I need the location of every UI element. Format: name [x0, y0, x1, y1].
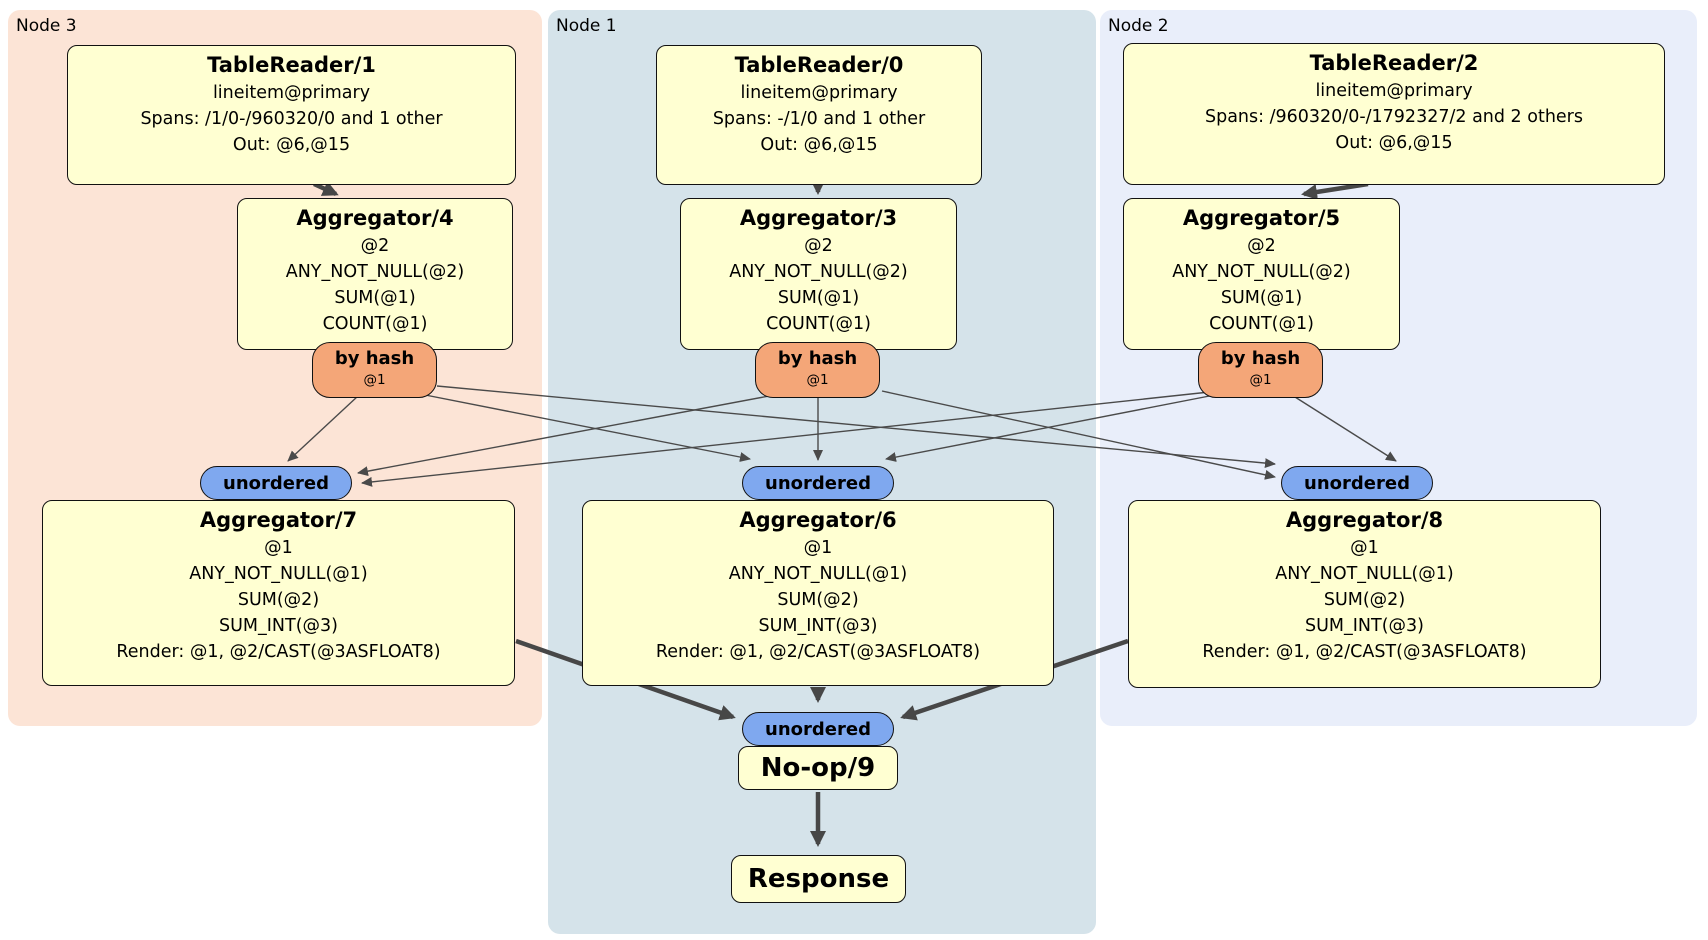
router-detail: @1	[806, 372, 829, 388]
processor-out: Out: @6,@15	[1335, 133, 1453, 153]
processor-title: Response	[747, 863, 890, 894]
response-node: Response	[731, 855, 906, 903]
processor-group-cols: @2	[804, 236, 833, 256]
processor-group-cols: @1	[1350, 538, 1379, 558]
processor-agg-fn: ANY_NOT_NULL(@2)	[1172, 262, 1351, 282]
router-label: by hash	[334, 348, 415, 369]
region-node-2-label: Node 2	[1108, 16, 1169, 36]
processor-index: lineitem@primary	[740, 83, 898, 103]
processor-agg-fn: ANY_NOT_NULL(@1)	[728, 564, 908, 584]
processor-title: Aggregator/6	[739, 508, 897, 532]
router-by-hash-right: by hash @1	[1198, 342, 1323, 398]
processor-spans: Spans: /960320/0-/1792327/2 and 2 others	[1204, 107, 1583, 127]
processor-aggregator-7: Aggregator/7 @1 ANY_NOT_NULL(@1) SUM(@2)…	[42, 500, 515, 686]
router-detail: @1	[363, 372, 386, 388]
processor-agg-fn: SUM(@2)	[777, 590, 859, 610]
processor-out: Out: @6,@15	[232, 135, 351, 155]
router-label: by hash	[1220, 348, 1301, 369]
processor-title: TableReader/2	[1309, 51, 1479, 75]
processor-index: lineitem@primary	[212, 83, 371, 103]
processor-aggregator-4: Aggregator/4 @2 ANY_NOT_NULL(@2) SUM(@1)…	[237, 198, 513, 350]
processor-agg-fn: SUM_INT(@3)	[219, 616, 338, 636]
hash-router-edges	[287, 385, 1397, 487]
processor-agg-fn: SUM(@1)	[777, 288, 860, 308]
processor-aggregator-5: Aggregator/5 @2 ANY_NOT_NULL(@2) SUM(@1)…	[1123, 198, 1400, 350]
processor-title: Aggregator/7	[199, 508, 358, 532]
processor-noop-9: No-op/9	[738, 746, 898, 790]
processor-render: Render: @1, @2/CAST(@3ASFLOAT8)	[116, 642, 441, 662]
processor-aggregator-8: Aggregator/8 @1 ANY_NOT_NULL(@1) SUM(@2)…	[1128, 500, 1601, 688]
stream-unordered-final: unordered	[742, 712, 894, 746]
processor-agg-fn: SUM_INT(@3)	[1305, 616, 1424, 636]
router-by-hash-left: by hash @1	[312, 342, 437, 398]
stream-unordered-middle: unordered	[742, 466, 894, 500]
region-node-3-label: Node 3	[16, 16, 77, 36]
processor-agg-fn: COUNT(@1)	[322, 314, 428, 334]
router-detail: @1	[1249, 372, 1272, 388]
router-by-hash-middle: by hash @1	[755, 342, 880, 398]
processor-out: Out: @6,@15	[760, 135, 878, 155]
processor-tablereader-1: TableReader/1 lineitem@primary Spans: /1…	[67, 45, 516, 185]
processor-tablereader-0: TableReader/0 lineitem@primary Spans: -/…	[656, 45, 982, 185]
processor-aggregator-6: Aggregator/6 @1 ANY_NOT_NULL(@1) SUM(@2)…	[582, 500, 1054, 686]
processor-group-cols: @1	[803, 538, 833, 558]
processor-agg-fn: SUM(@2)	[1323, 590, 1406, 610]
processor-aggregator-3: Aggregator/3 @2 ANY_NOT_NULL(@2) SUM(@1)…	[680, 198, 957, 350]
processor-render: Render: @1, @2/CAST(@3ASFLOAT8)	[655, 642, 981, 662]
processor-title: TableReader/1	[207, 53, 376, 77]
processor-agg-fn: SUM_INT(@3)	[758, 616, 878, 636]
processor-title: Aggregator/8	[1285, 508, 1444, 532]
processor-group-cols: @2	[1247, 236, 1276, 256]
processor-agg-fn: COUNT(@1)	[766, 314, 871, 334]
processor-agg-fn: ANY_NOT_NULL(@2)	[285, 262, 465, 282]
processor-spans: Spans: /1/0-/960320/0 and 1 other	[140, 109, 443, 129]
processor-agg-fn: SUM(@1)	[334, 288, 416, 308]
processor-tablereader-2: TableReader/2 lineitem@primary Spans: /9…	[1123, 43, 1665, 185]
processor-group-cols: @2	[360, 236, 390, 256]
processor-index: lineitem@primary	[1315, 81, 1473, 101]
processor-agg-fn: ANY_NOT_NULL(@1)	[189, 564, 368, 584]
processor-agg-fn: ANY_NOT_NULL(@2)	[729, 262, 908, 282]
processor-agg-fn: ANY_NOT_NULL(@1)	[1275, 564, 1454, 584]
stream-unordered-right: unordered	[1281, 466, 1433, 500]
processor-agg-fn: SUM(@1)	[1220, 288, 1303, 308]
processor-agg-fn: SUM(@2)	[237, 590, 320, 610]
processor-title: Aggregator/4	[296, 206, 454, 230]
processor-title: TableReader/0	[734, 53, 904, 77]
region-node-1-label: Node 1	[556, 16, 617, 36]
processor-agg-fn: COUNT(@1)	[1209, 314, 1314, 334]
stream-unordered-left: unordered	[200, 466, 352, 500]
processor-title: Aggregator/5	[1182, 206, 1341, 230]
processor-render: Render: @1, @2/CAST(@3ASFLOAT8)	[1202, 642, 1527, 662]
router-label: by hash	[777, 348, 858, 369]
processor-spans: Spans: -/1/0 and 1 other	[712, 109, 926, 129]
processor-title: No-op/9	[760, 752, 876, 783]
processor-title: Aggregator/3	[739, 206, 898, 230]
processor-group-cols: @1	[264, 538, 293, 558]
